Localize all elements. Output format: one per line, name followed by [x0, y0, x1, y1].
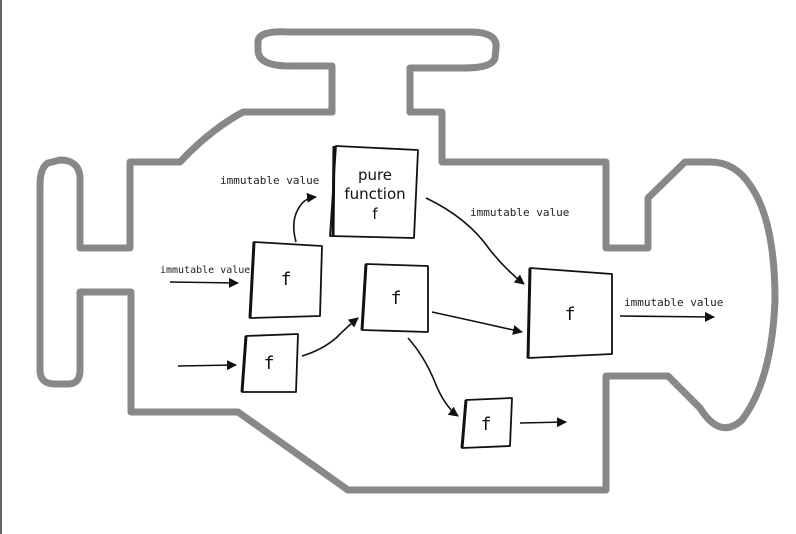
arrow-lower-output	[519, 417, 567, 428]
arrow-to-pure	[292, 192, 317, 243]
to-pure-label: immutable value	[220, 174, 319, 187]
input-label: immutable value	[160, 265, 250, 276]
pure-function-line3: f	[372, 205, 378, 223]
arrow-from-pure	[425, 197, 525, 285]
arrow-middle-to-lower	[407, 337, 459, 417]
pure-function-line1: pure	[358, 166, 392, 184]
pure-function-line2: function	[344, 185, 405, 203]
arrow-lower-to-middle	[301, 317, 359, 357]
arrow-input-upper	[169, 277, 239, 288]
function-box-middle: f	[360, 263, 429, 333]
function-box-upper-left: f	[248, 241, 323, 319]
from-pure-label: immutable value	[470, 206, 569, 219]
function-box-label: f	[565, 304, 576, 325]
function-box-label: f	[391, 288, 402, 309]
arrow-input-lower	[177, 360, 237, 371]
arrow-middle-to-right	[431, 311, 523, 335]
function-box-right: f	[526, 267, 613, 359]
function-box-label: f	[481, 414, 492, 435]
function-box-lower: f	[460, 397, 513, 449]
arrows	[169, 192, 715, 428]
pure-function-box: pure function f	[329, 145, 419, 239]
engine-outline-icon	[36, 28, 779, 494]
output-label: immutable value	[624, 296, 723, 309]
arrow-final-output	[619, 311, 715, 322]
function-box-lower-left: f	[240, 333, 299, 393]
function-box-label: f	[264, 353, 275, 374]
function-box-label: f	[281, 269, 292, 290]
